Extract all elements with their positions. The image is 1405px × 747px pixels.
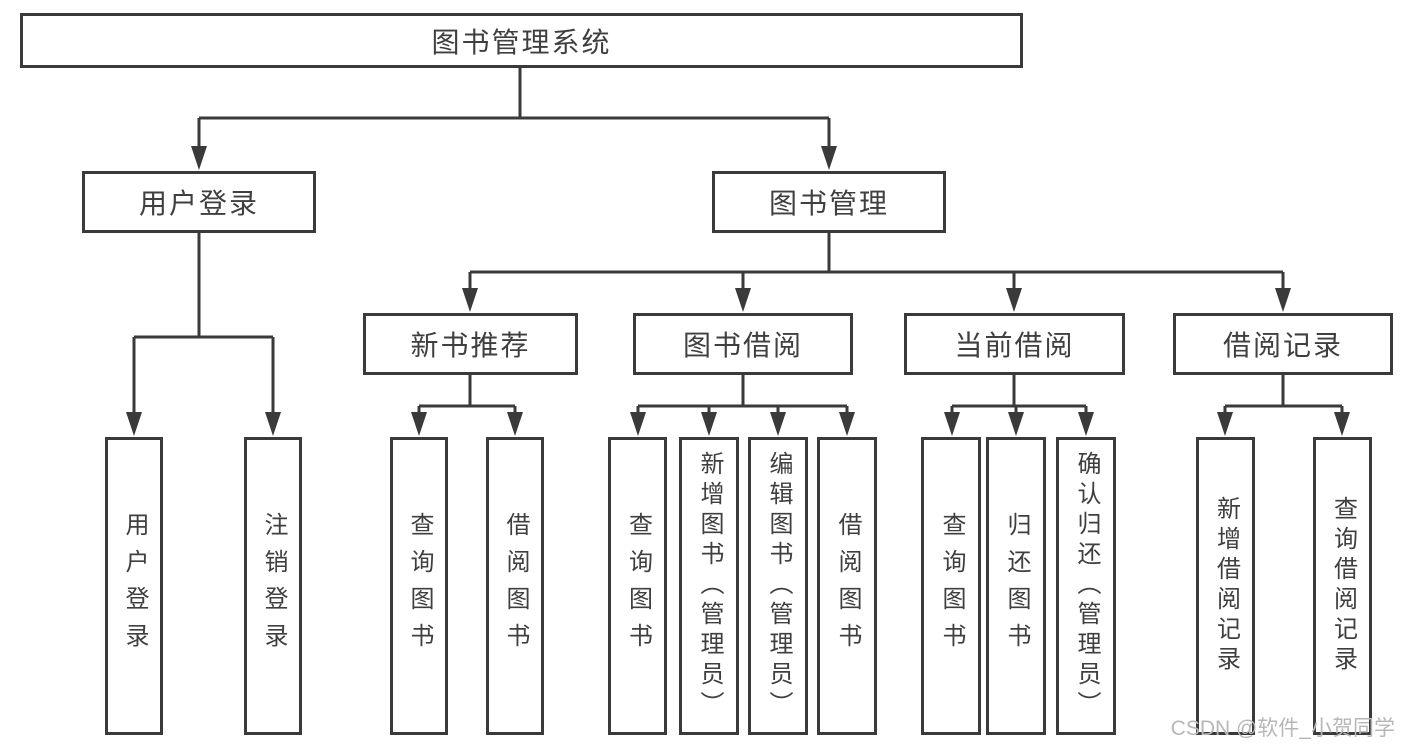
node-label: 借阅图书 (502, 512, 529, 660)
leaf-user-login: 用户登录 (105, 437, 163, 735)
node-label: 借阅图书 (834, 512, 861, 660)
leaf-edit-book-admin: 编辑图书（管理员） (748, 437, 808, 735)
leaf-query-books-recommend: 查询图书 (390, 437, 448, 735)
node-label: 编辑图书（管理员） (765, 451, 792, 721)
node-label: 用户登录 (121, 512, 148, 660)
node-user-login: 用户登录 (82, 171, 316, 233)
node-label: 查询图书 (624, 512, 652, 660)
node-label: 图书管理 (768, 188, 889, 219)
node-book-management: 图书管理 (712, 171, 946, 233)
leaf-query-books-borrow: 查询图书 (608, 437, 667, 735)
node-label: 归还图书 (1003, 512, 1030, 660)
node-label: 查询借阅记录 (1329, 496, 1357, 676)
node-label: 图书管理系统 (431, 26, 612, 58)
leaf-logout: 注销登录 (244, 437, 302, 735)
leaf-confirm-return-admin: 确认归还（管理员） (1056, 437, 1116, 735)
leaf-query-borrow-record: 查询借阅记录 (1313, 437, 1372, 735)
node-label: 新增图书（管理员） (696, 451, 723, 721)
node-label: 借阅记录 (1222, 330, 1343, 361)
node-current-borrowing: 当前借阅 (904, 313, 1125, 375)
leaf-return-books: 归还图书 (986, 437, 1046, 735)
node-label: 新增借阅记录 (1212, 496, 1240, 676)
leaf-add-borrow-record: 新增借阅记录 (1196, 437, 1255, 735)
node-borrowing-records: 借阅记录 (1173, 313, 1393, 375)
arrowheads (126, 146, 1350, 436)
node-label: 当前借阅 (954, 330, 1075, 361)
leaf-borrow-books-recommend: 借阅图书 (486, 437, 544, 735)
node-book-borrowing: 图书借阅 (633, 313, 853, 375)
node-label: 查询图书 (938, 512, 965, 660)
node-label: 用户登录 (138, 188, 259, 219)
node-label: 图书借阅 (682, 330, 803, 361)
node-label: 注销登录 (260, 512, 287, 660)
node-label: 新书推荐 (410, 330, 531, 361)
node-label: 查询图书 (406, 512, 433, 660)
node-label: 确认归还（管理员） (1073, 451, 1100, 721)
csdn-watermark: CSDN @软件_小贺同学 (1170, 717, 1395, 740)
node-library-management-system: 图书管理系统 (20, 13, 1023, 68)
leaf-query-books-current: 查询图书 (921, 437, 981, 735)
leaf-add-book-admin: 新增图书（管理员） (679, 437, 739, 735)
leaf-borrow-books: 借阅图书 (817, 437, 877, 735)
node-new-book-recommendation: 新书推荐 (363, 313, 578, 375)
